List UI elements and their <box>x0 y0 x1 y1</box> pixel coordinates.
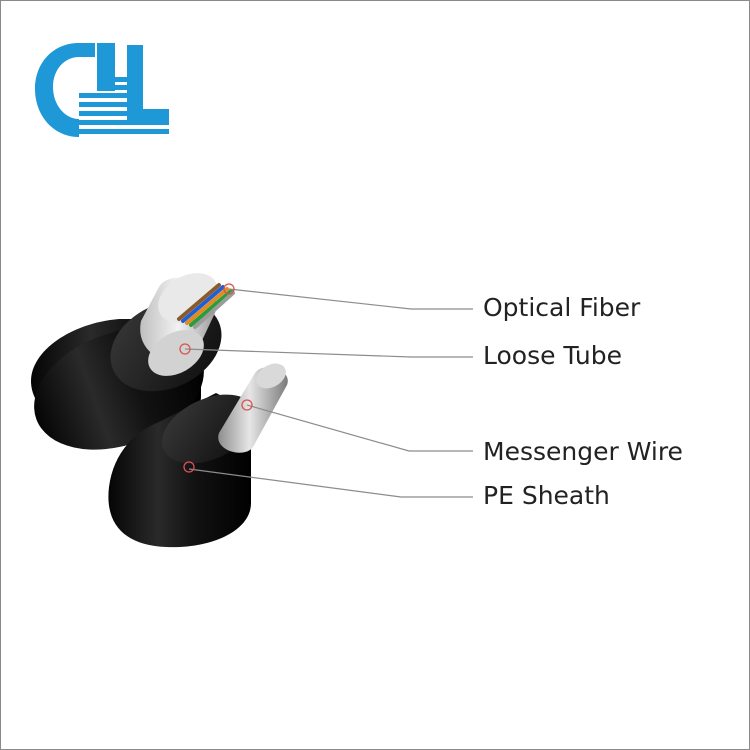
label-messenger-wire: Messenger Wire <box>483 437 683 466</box>
marker-messenger-wire <box>241 399 253 411</box>
marker-loose-tube <box>179 343 191 355</box>
marker-pe-sheath <box>183 461 195 473</box>
leader-line-loose-tube <box>184 348 473 358</box>
label-optical-fiber: Optical Fiber <box>483 293 641 322</box>
leader-line-messenger-wire <box>246 404 473 452</box>
company-logo-icon <box>35 43 169 137</box>
messenger-wire <box>218 363 288 453</box>
marker-optical-fiber <box>223 283 235 295</box>
optical-fibers <box>177 283 235 329</box>
leader-line-pe-sheath <box>188 468 473 498</box>
markers <box>179 283 253 473</box>
label-loose-tube: Loose Tube <box>483 341 623 370</box>
leader-lines <box>184 288 473 498</box>
leader-line-optical-fiber <box>228 288 473 310</box>
label-pe-sheath: PE Sheath <box>483 481 610 510</box>
